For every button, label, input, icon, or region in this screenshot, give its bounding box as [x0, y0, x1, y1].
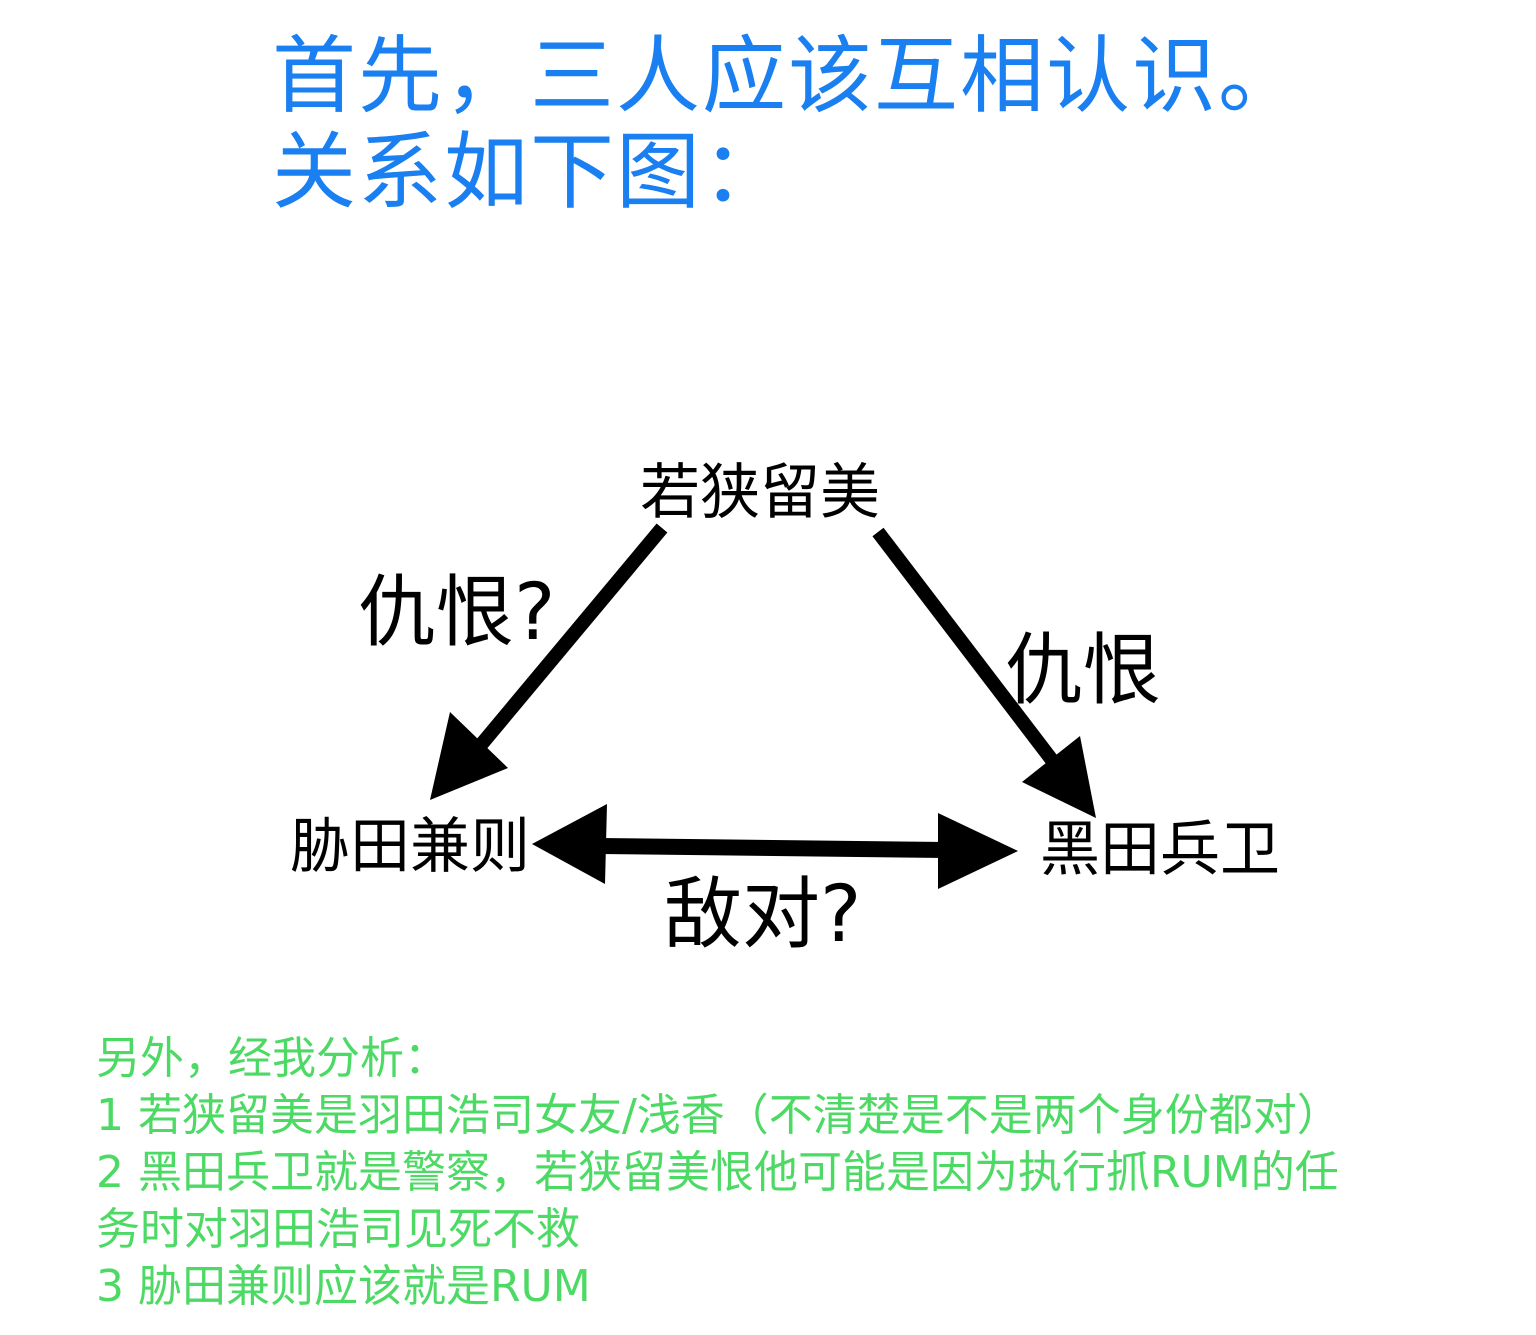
notes-line-2b: 务时对羽田浩司见死不救 — [96, 1204, 580, 1255]
notes-line-2a: 2 黑田兵卫就是警察，若狭留美恨他可能是因为执行抓RUM的任 — [96, 1147, 1339, 1198]
heading-line-2: 关系如下图： — [272, 123, 789, 221]
arrow-top-to-right — [872, 527, 1064, 773]
arrowhead-bidir-right — [938, 813, 1018, 889]
notes-line-1: 1 若狭留美是羽田浩司女友/浅香（不清楚是不是两个身份都对） — [96, 1090, 1341, 1141]
edge-label-left-right: 敌对? — [664, 870, 862, 960]
edge-label-top-right: 仇恨 — [1005, 626, 1162, 716]
node-wakita-kanenori: 胁田兼则 — [290, 812, 530, 882]
arrowhead-bidir-left — [532, 804, 607, 884]
node-kuroda-hyoe: 黑田兵卫 — [1040, 815, 1280, 885]
notes-intro: 另外，经我分析： — [96, 1033, 448, 1084]
page-heading: 首先，三人应该互相认识。 关系如下图： — [272, 28, 1304, 220]
node-wakasa-rumi: 若狭留美 — [640, 458, 880, 528]
heading-line-1: 首先，三人应该互相认识。 — [272, 27, 1305, 125]
analysis-notes: 另外，经我分析： 1 若狭留美是羽田浩司女友/浅香（不清楚是不是两个身份都对） … — [96, 1030, 1496, 1315]
arrow-left-right — [599, 838, 946, 858]
arrowhead-right — [1022, 736, 1096, 818]
arrowhead-left — [430, 712, 508, 800]
arrow-top-to-left — [464, 523, 668, 763]
notes-line-3: 3 胁田兼则应该就是RUM — [96, 1261, 591, 1312]
edge-label-top-left: 仇恨? — [358, 568, 556, 658]
